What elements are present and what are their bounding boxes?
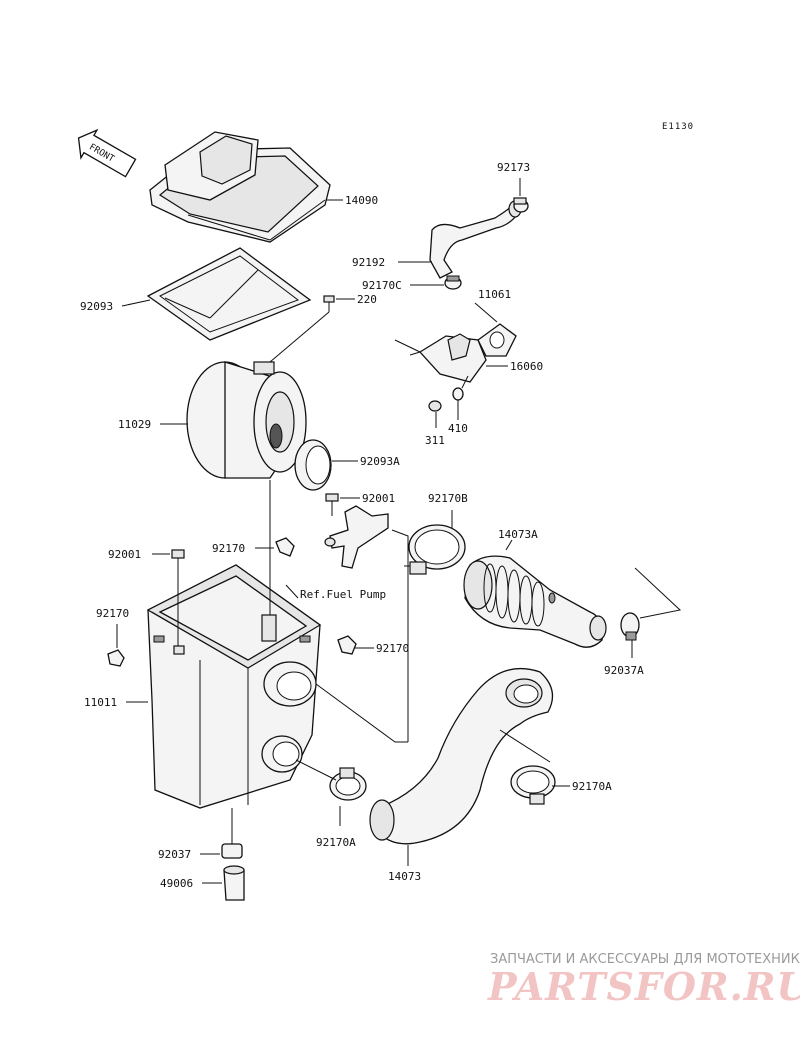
nut-311-part [428, 400, 442, 412]
label-92037A: 92037A [604, 664, 644, 677]
watermark-tagline: ЗАПЧАСТИ И АКСЕССУАРЫ ДЛЯ МОТОТЕХНИКИ [490, 952, 800, 967]
label-92170-left: 92170 [96, 607, 129, 620]
intake-duct-14073A-part [463, 555, 607, 648]
intake-hose-14073-part [369, 668, 554, 845]
bolt-92001-upper-part [325, 493, 339, 516]
ref-fuel-pump-note: Ref.Fuel Pump [300, 588, 386, 601]
clamp-92037-part [221, 808, 243, 859]
drain-tube-49006-part [223, 865, 245, 901]
breather-clamp-92173-part [513, 197, 529, 213]
label-14090: 14090 [345, 194, 378, 207]
label-92093: 92093 [80, 300, 113, 313]
watermark-brand: PARTSFOR.RU [487, 964, 800, 1009]
label-92001-upper: 92001 [362, 492, 395, 505]
label-92170B: 92170B [428, 492, 468, 505]
clamp-92170B-part [408, 524, 466, 575]
clamp-92170A-bottom-part [295, 759, 367, 801]
label-14073A: 14073A [498, 528, 538, 541]
front-direction-arrow: FRONT [77, 128, 137, 178]
breather-hose-part [429, 200, 522, 279]
gasket-11061-part [477, 323, 517, 357]
clamp-92037A-part [620, 567, 682, 641]
label-11061: 11061 [478, 288, 511, 301]
label-11029: 11029 [118, 418, 151, 431]
label-92173: 92173 [497, 161, 530, 174]
fuel-pump-bracket-part [324, 505, 389, 569]
air-filter-element-part [186, 361, 307, 479]
label-92093A: 92093A [360, 455, 400, 468]
label-92192: 92192 [352, 256, 385, 269]
label-14073: 14073 [388, 870, 421, 883]
label-92170C: 92170C [362, 279, 402, 292]
cover-gasket-part [146, 247, 312, 341]
label-92170-center: 92170 [212, 542, 245, 555]
label-92001-lower: 92001 [108, 548, 141, 561]
seal-ring-92093A-part [294, 439, 332, 491]
label-410: 410 [448, 422, 468, 435]
label-16060: 16060 [510, 360, 543, 373]
label-92037: 92037 [158, 848, 191, 861]
label-220: 220 [357, 293, 377, 306]
screw-220-part [269, 295, 335, 363]
label-49006: 49006 [160, 877, 193, 890]
breather-cover-16060-part [394, 333, 487, 383]
clip-92170-left-part [107, 649, 125, 667]
label-92170A-right: 92170A [572, 780, 612, 793]
label-92170-right: 92170 [376, 642, 409, 655]
bolt-92001-lower-part [171, 549, 185, 646]
clamp-92170A-right-part [499, 729, 556, 805]
air-cleaner-cover-part [149, 131, 331, 243]
clamp-92170C-part [444, 275, 462, 290]
label-11011: 11011 [84, 696, 117, 709]
air-cleaner-case-part [146, 564, 322, 809]
label-92170A-bottom: 92170A [316, 836, 356, 849]
clip-92170-right-part [337, 635, 357, 655]
label-311: 311 [425, 434, 445, 447]
diagram-code: E1130 [662, 122, 694, 132]
